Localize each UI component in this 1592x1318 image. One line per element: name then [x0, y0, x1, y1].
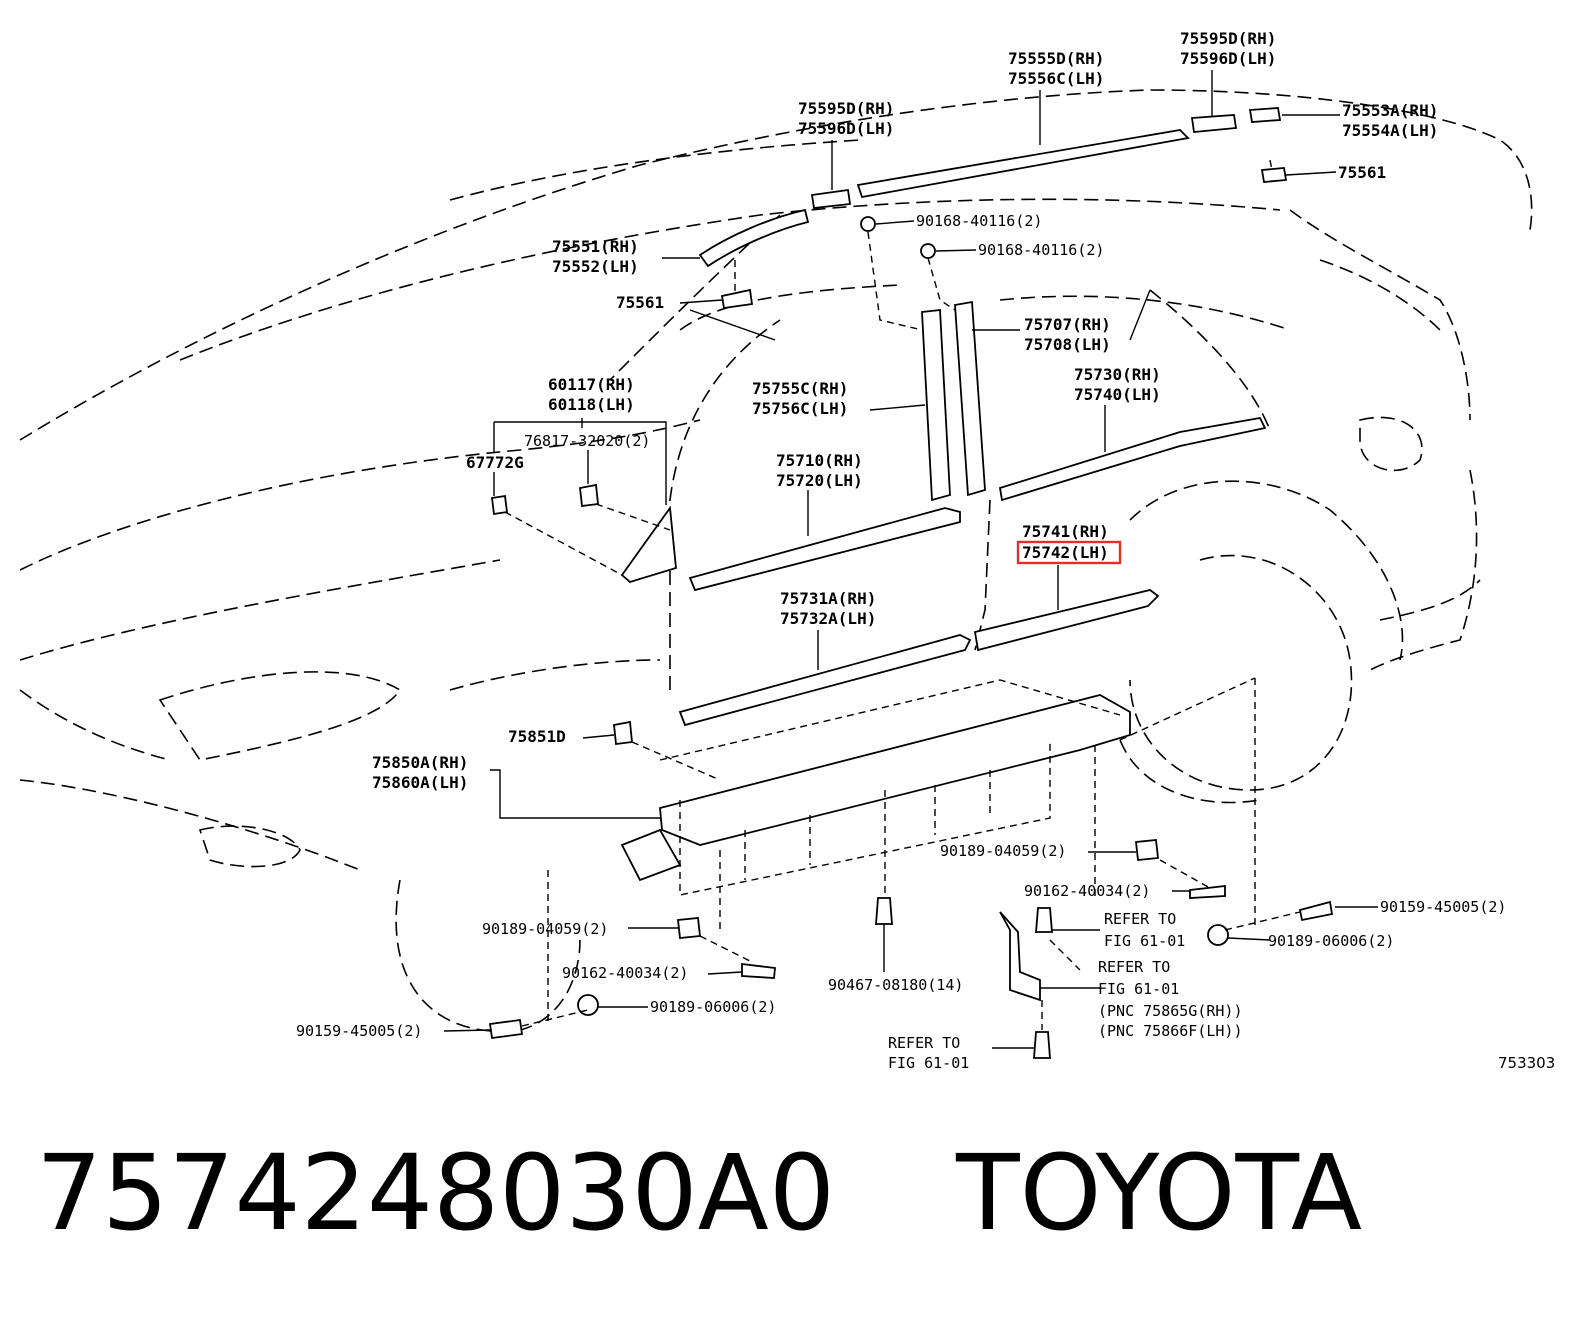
cap-75595d-mid [810, 188, 852, 209]
highlight-box-75742 [1016, 540, 1122, 565]
callout-75596d-mid: 75596D(LH) [798, 119, 894, 138]
callout-75755c: 75755C(RH) [752, 379, 848, 398]
belt-moulding-75710 [688, 507, 961, 592]
figure-id: 753303 [1498, 1054, 1555, 1072]
refer-to-1b: FIG 61-01 [1104, 932, 1185, 950]
callout-90467: 90467-08180(14) [828, 976, 963, 994]
callout-75860a: 75860A(LH) [372, 773, 468, 792]
callout-90159-45005-l: 90159-45005(2) [296, 1022, 422, 1040]
callout-75596d-top: 75596D(LH) [1180, 49, 1276, 68]
callout-75720: 75720(LH) [776, 471, 863, 490]
callout-75851d: 75851D [508, 727, 566, 746]
clip-75561-right [1260, 167, 1288, 183]
clip-90189-04059-r [1135, 839, 1159, 861]
callout-60117: 60117(RH) [548, 375, 635, 394]
callout-90159-45005-r: 90159-45005(2) [1380, 898, 1506, 916]
callout-75742: 75742(LH) [1022, 543, 1109, 562]
refer-to-1a: REFER TO [1104, 910, 1176, 928]
rocker-end-cap [620, 828, 682, 882]
part-number: 7574248030A0 [36, 1132, 835, 1254]
bolt-refer-3 [1033, 1031, 1051, 1059]
parts [488, 107, 1334, 1059]
bracket-75865g [999, 911, 1041, 1002]
callout-75740: 75740(LH) [1074, 385, 1161, 404]
callout-90189-04059-l: 90189-04059(2) [482, 920, 608, 938]
pnc-75865g: (PNC 75865G(RH)) [1098, 1002, 1243, 1020]
callout-90162-40034-l: 90162-40034(2) [562, 964, 688, 982]
pillar-75755c [921, 309, 951, 502]
grommet-90189-06006-r [1207, 924, 1229, 946]
cap-75595d-top [1190, 114, 1238, 133]
callout-75707: 75707(RH) [1024, 315, 1111, 334]
clip-90189-04059-l [677, 917, 701, 939]
caption: 7574248030A0 TOYOTA [36, 1128, 1576, 1258]
door-moulding-75741 [973, 589, 1160, 652]
callout-75710: 75710(RH) [776, 451, 863, 470]
callout-75595d-mid: 75595D(RH) [798, 99, 894, 118]
clip-75851d [613, 720, 633, 746]
screw-90162-l [741, 962, 776, 979]
grommet-90189-06006-l [577, 994, 599, 1016]
callout-75756c: 75756C(LH) [752, 399, 848, 418]
callout-75741: 75741(RH) [1022, 522, 1109, 541]
callout-90189-06006-r: 90189-06006(2) [1268, 932, 1394, 950]
callout-75595d-top: 75595D(RH) [1180, 29, 1276, 48]
callout-75552: 75552(LH) [552, 257, 639, 276]
callout-90189-06006-l: 90189-06006(2) [650, 998, 776, 1016]
clip-75561-left [720, 288, 754, 310]
front-quarter-60117 [620, 505, 677, 584]
brand-name: TOYOTA [956, 1132, 1363, 1254]
callout-90162-40034-r: 90162-40034(2) [1024, 882, 1150, 900]
pnc-75866f: (PNC 75866F(LH)) [1098, 1022, 1243, 1040]
refer-to-2a: REFER TO [1098, 958, 1170, 976]
callout-75551: 75551(RH) [552, 237, 639, 256]
fastener-90467 [875, 897, 893, 925]
callout-60118: 60118(LH) [548, 395, 635, 414]
bolt-90159-r [1298, 900, 1334, 922]
parts-diagram: 75555D(RH) 75556C(LH) 75595D(RH) 75596D(… [19, 29, 1555, 1072]
callout-75731a: 75731A(RH) [780, 589, 876, 608]
callout-75850a: 75850A(RH) [372, 753, 468, 772]
clip-75553a [1248, 107, 1282, 123]
bolt-refer-1 [1035, 907, 1053, 933]
callout-76817: 76817-32020(2) [524, 432, 650, 450]
callout-75708: 75708(LH) [1024, 335, 1111, 354]
bolt-90159-l [488, 1018, 524, 1040]
screw-90168-a [860, 216, 876, 232]
clip-67772g [490, 494, 509, 516]
belt-moulding-75730 [998, 416, 1267, 502]
pillar-75707 [954, 300, 986, 497]
callout-75730: 75730(RH) [1074, 365, 1161, 384]
callout-90168-b: 90168-40116(2) [978, 241, 1104, 259]
callout-75561-right: 75561 [1338, 163, 1386, 182]
car-body-outline [19, 89, 1533, 1032]
rocker-panel-75850a [659, 694, 1131, 846]
callout-90168-a: 90168-40116(2) [916, 212, 1042, 230]
moulding-75551 [698, 208, 810, 268]
callout-75732a: 75732A(LH) [780, 609, 876, 628]
clip-76817 [579, 483, 599, 508]
screw-90162-r [1189, 884, 1226, 899]
refer-to-2b: FIG 61-01 [1098, 980, 1179, 998]
callout-67772g: 67772G [466, 453, 524, 472]
leader-lines [443, 70, 1378, 1049]
refer-to-3a: REFER TO [888, 1034, 960, 1052]
callout-75556c: 75556C(LH) [1008, 69, 1104, 88]
refer-to-3b: FIG 61-01 [888, 1054, 969, 1072]
roof-moulding-75555d [856, 129, 1190, 199]
callout-labels: 75555D(RH) 75556C(LH) 75595D(RH) 75596D(… [296, 29, 1555, 1072]
callout-75555d: 75555D(RH) [1008, 49, 1104, 68]
callout-75561-left: 75561 [616, 293, 664, 312]
callout-75554a: 75554A(LH) [1342, 121, 1438, 140]
screw-90168-b [920, 243, 936, 259]
callout-75553a: 75553A(RH) [1342, 101, 1438, 120]
alignment-lines [504, 159, 1301, 1030]
callout-90189-04059-r: 90189-04059(2) [940, 842, 1066, 860]
door-moulding-75731a [678, 634, 972, 727]
